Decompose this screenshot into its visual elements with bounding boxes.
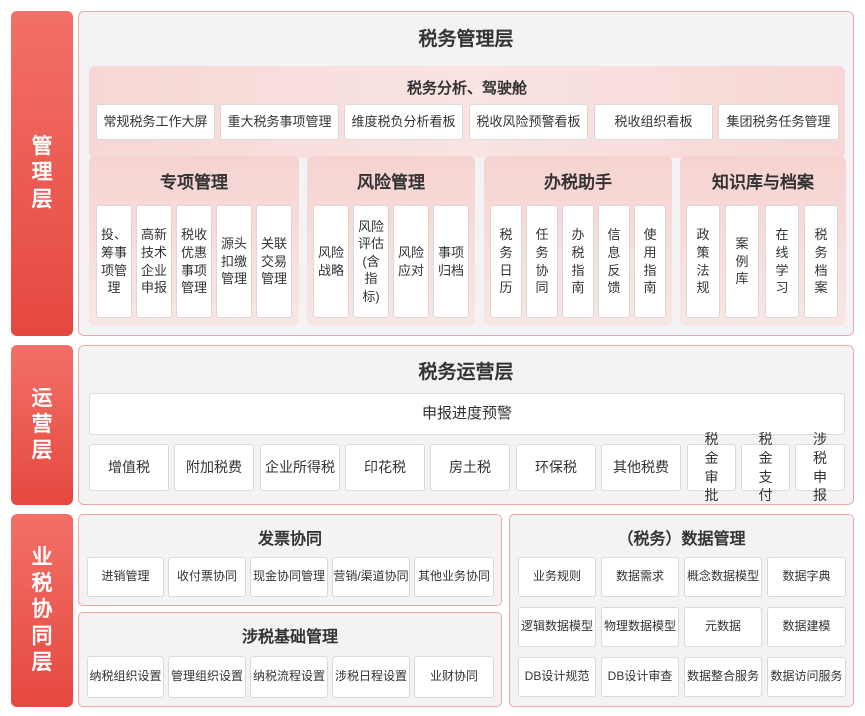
basic-item[interactable]: 业财协同 bbox=[414, 656, 494, 698]
cockpit-title: 税务分析、驾驶舱 bbox=[406, 80, 527, 97]
cockpit-item[interactable]: 税收风险预警看板 bbox=[469, 104, 588, 140]
tax-declaration-item[interactable]: 涉税申报 bbox=[795, 431, 845, 503]
risk-item[interactable]: 风险应对 bbox=[393, 205, 429, 318]
risk-item[interactable]: 风险评估(含指标) bbox=[353, 205, 389, 318]
invoice-item[interactable]: 现金协同管理 bbox=[250, 557, 328, 597]
tax-approval-item[interactable]: 税金审批 bbox=[687, 431, 736, 503]
cockpit-item[interactable]: 集团税务任务管理 bbox=[718, 104, 839, 140]
basic-tax-title: 涉税基础管理 bbox=[241, 629, 338, 646]
side-label-collaboration-text: 业税协同层 bbox=[31, 545, 53, 674]
assistant-item[interactable]: 办税指南 bbox=[562, 205, 594, 318]
cockpit-box: 税务分析、驾驶舱 常规税务工作大屏 重大税务事项管理 维度税负分析看板 税收风险… bbox=[89, 66, 845, 158]
data-item[interactable]: DB设计规范 bbox=[518, 657, 596, 697]
assistant-item[interactable]: 税务日历 bbox=[490, 205, 522, 318]
side-label-management-text: 管理层 bbox=[31, 135, 53, 211]
side-label-collaboration: 业税协同层 bbox=[11, 514, 73, 707]
knowledge-item[interactable]: 政策法规 bbox=[686, 205, 720, 318]
invoice-collab-title: 发票协同 bbox=[257, 531, 322, 548]
knowledge-base-box: 知识库与档案 政策法规 案例库 在线学习 税务档案 bbox=[680, 156, 846, 326]
data-item[interactable]: 数据访问服务 bbox=[767, 657, 846, 697]
knowledge-item[interactable]: 在线学习 bbox=[765, 205, 799, 318]
special-item[interactable]: 源头扣缴管理 bbox=[216, 205, 252, 318]
cockpit-item[interactable]: 税收组织看板 bbox=[594, 104, 713, 140]
management-title: 税务管理层 bbox=[418, 29, 514, 50]
operations-panel: 税务运营层 申报进度预警 增值税 附加税费 企业所得税 印花税 房土税 环保税 … bbox=[78, 345, 854, 505]
tax-item[interactable]: 增值税 bbox=[89, 444, 169, 491]
assistant-item[interactable]: 使用指南 bbox=[634, 205, 666, 318]
assistant-item[interactable]: 任务协同 bbox=[526, 205, 558, 318]
data-item[interactable]: DB设计审查 bbox=[601, 657, 679, 697]
tax-item[interactable]: 附加税费 bbox=[174, 444, 254, 491]
tax-item[interactable]: 房土税 bbox=[430, 444, 510, 491]
side-label-management: 管理层 bbox=[11, 11, 73, 336]
basic-item[interactable]: 涉税日程设置 bbox=[332, 656, 410, 698]
data-item[interactable]: 概念数据模型 bbox=[684, 557, 762, 597]
special-item[interactable]: 税收优惠事项管理 bbox=[176, 205, 212, 318]
cockpit-item[interactable]: 常规税务工作大屏 bbox=[96, 104, 215, 140]
data-item[interactable]: 数据字典 bbox=[767, 557, 846, 597]
data-item[interactable]: 业务规则 bbox=[518, 557, 596, 597]
tax-assistant-box: 办税助手 税务日历 任务协同 办税指南 信息反馈 使用指南 bbox=[484, 156, 672, 326]
data-item[interactable]: 数据建模 bbox=[767, 607, 846, 647]
data-item[interactable]: 逻辑数据模型 bbox=[518, 607, 596, 647]
risk-item[interactable]: 风险战略 bbox=[313, 205, 349, 318]
invoice-item[interactable]: 进销管理 bbox=[87, 557, 164, 597]
tax-item[interactable]: 企业所得税 bbox=[260, 444, 340, 491]
data-management-panel: （税务）数据管理 业务规则 数据需求 概念数据模型 数据字典 逻辑数据模型 物理… bbox=[509, 514, 854, 707]
special-item[interactable]: 高新技术企业申报 bbox=[136, 205, 172, 318]
assistant-item[interactable]: 信息反馈 bbox=[598, 205, 630, 318]
progress-warning-bar[interactable]: 申报进度预警 bbox=[89, 393, 845, 435]
management-panel: 税务管理层 税务分析、驾驶舱 常规税务工作大屏 重大税务事项管理 维度税负分析看… bbox=[78, 11, 854, 336]
basic-item[interactable]: 管理组织设置 bbox=[168, 656, 246, 698]
invoice-item[interactable]: 营销/渠道协同 bbox=[332, 557, 410, 597]
data-item[interactable]: 数据需求 bbox=[601, 557, 679, 597]
basic-item[interactable]: 纳税流程设置 bbox=[250, 656, 328, 698]
risk-management-title: 风险管理 bbox=[357, 173, 425, 192]
risk-item[interactable]: 事项归档 bbox=[433, 205, 469, 318]
special-item[interactable]: 投、筹事项管理 bbox=[96, 205, 132, 318]
invoice-item[interactable]: 收付票协同 bbox=[168, 557, 246, 597]
knowledge-base-title: 知识库与档案 bbox=[712, 173, 814, 192]
tax-assistant-title: 办税助手 bbox=[544, 173, 612, 192]
side-label-operations: 运营层 bbox=[11, 345, 73, 505]
data-item[interactable]: 数据整合服务 bbox=[684, 657, 762, 697]
tax-item[interactable]: 印花税 bbox=[345, 444, 425, 491]
basic-tax-panel: 涉税基础管理 纳税组织设置 管理组织设置 纳税流程设置 涉税日程设置 业财协同 bbox=[78, 612, 502, 707]
special-management-box: 专项管理 投、筹事项管理 高新技术企业申报 税收优惠事项管理 源头扣缴管理 关联… bbox=[89, 156, 299, 326]
tax-payment-item[interactable]: 税金支付 bbox=[741, 431, 790, 503]
special-management-title: 专项管理 bbox=[160, 173, 228, 192]
data-item[interactable]: 物理数据模型 bbox=[601, 607, 679, 647]
risk-management-box: 风险管理 风险战略 风险评估(含指标) 风险应对 事项归档 bbox=[307, 156, 475, 326]
invoice-item[interactable]: 其他业务协同 bbox=[414, 557, 494, 597]
data-management-title: （税务）数据管理 bbox=[617, 531, 746, 548]
special-item[interactable]: 关联交易管理 bbox=[256, 205, 292, 318]
invoice-collab-panel: 发票协同 进销管理 收付票协同 现金协同管理 营销/渠道协同 其他业务协同 bbox=[78, 514, 502, 606]
tax-item[interactable]: 其他税费 bbox=[601, 444, 681, 491]
knowledge-item[interactable]: 案例库 bbox=[725, 205, 759, 318]
basic-item[interactable]: 纳税组织设置 bbox=[87, 656, 164, 698]
data-item[interactable]: 元数据 bbox=[684, 607, 762, 647]
knowledge-item[interactable]: 税务档案 bbox=[804, 205, 838, 318]
side-label-operations-text: 运营层 bbox=[31, 386, 53, 463]
cockpit-item[interactable]: 维度税负分析看板 bbox=[344, 104, 463, 140]
operations-title: 税务运营层 bbox=[418, 362, 514, 383]
cockpit-item[interactable]: 重大税务事项管理 bbox=[220, 104, 339, 140]
tax-item[interactable]: 环保税 bbox=[516, 444, 596, 491]
